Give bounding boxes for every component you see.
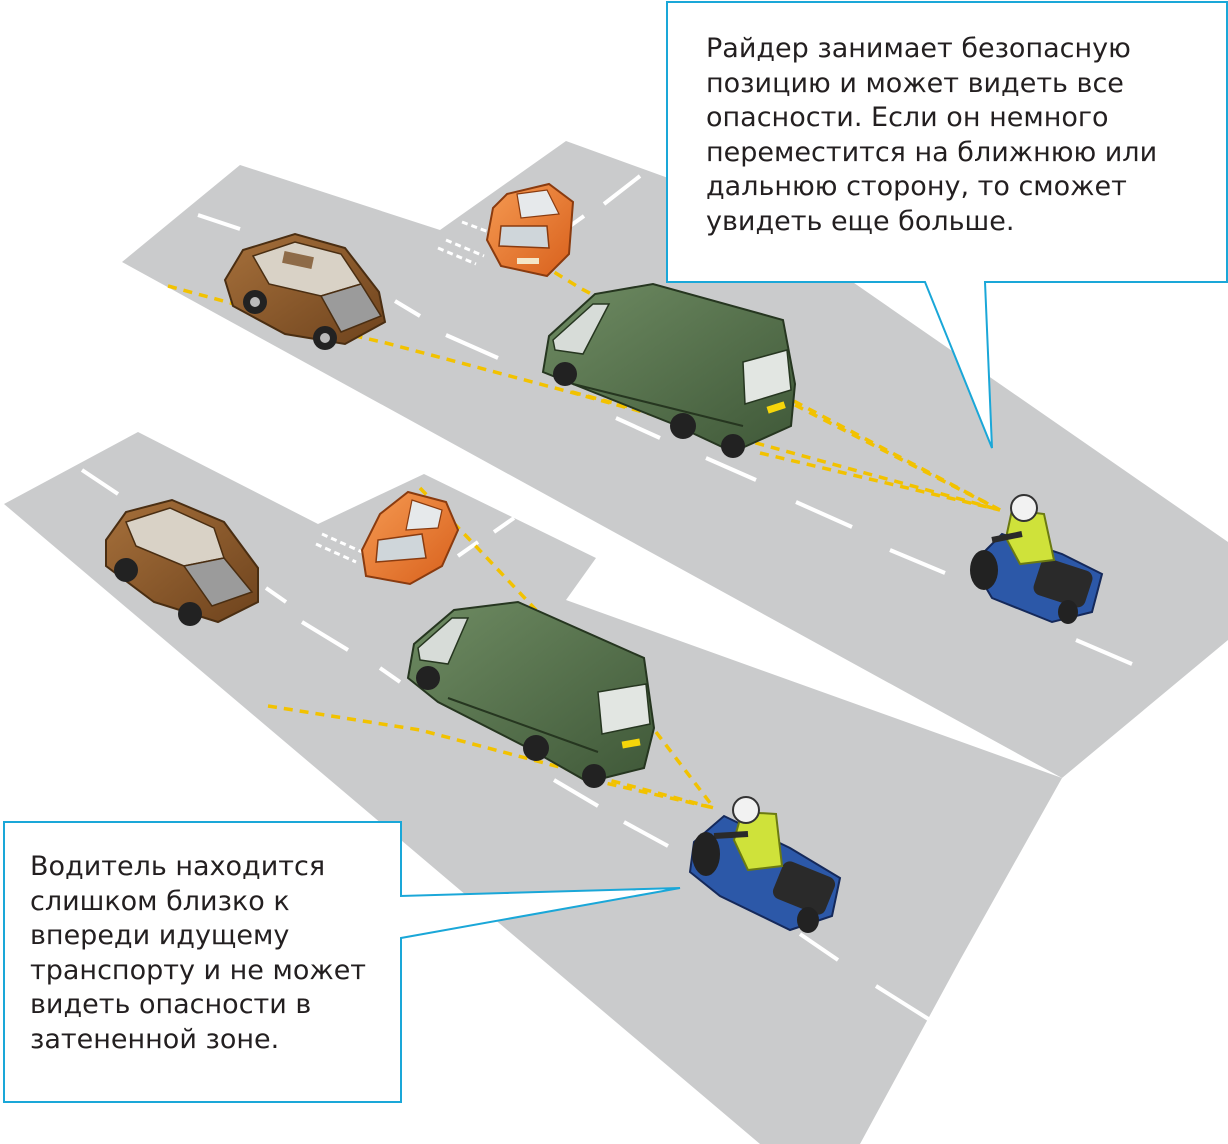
top-callout-text: Райдер занимает безопасную позицию и мож…	[706, 33, 1158, 237]
top-scene	[122, 1, 1228, 778]
bottom-lane-markings	[80, 468, 932, 1022]
bottom-road	[4, 432, 1062, 1144]
brown-suv-icon	[223, 232, 387, 350]
brown-suv-icon	[105, 498, 259, 626]
bottom-callout-box	[3, 821, 681, 1103]
van-icon	[406, 600, 656, 788]
orange-car-icon	[485, 182, 575, 278]
bottom-junction-stop-line	[315, 532, 363, 564]
bottom-scene	[3, 432, 1062, 1144]
motorcyclist-icon	[688, 796, 842, 933]
top-road	[122, 141, 1228, 778]
bottom-callout-text: Водитель находится слишком близко к впер…	[30, 851, 367, 1055]
top-callout-box	[666, 1, 1228, 449]
van-icon	[541, 282, 797, 458]
motorcyclist-icon	[970, 494, 1104, 624]
orange-car-icon	[360, 490, 460, 586]
top-junction-stop-line	[437, 220, 495, 266]
